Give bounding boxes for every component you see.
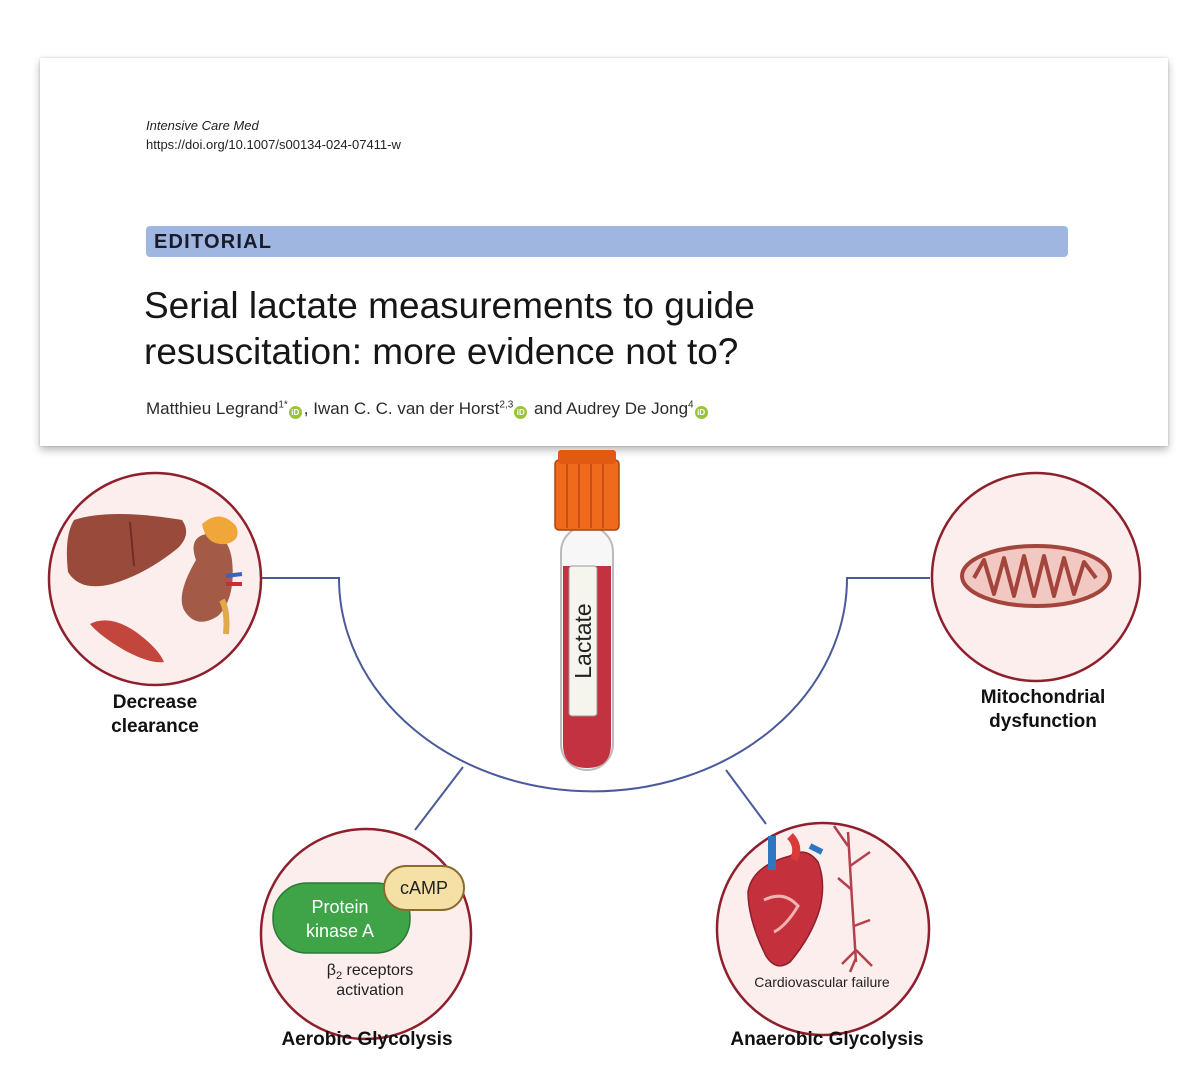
journal-name: Intensive Care Med <box>146 118 259 133</box>
lactate-tube: Lactate <box>554 450 620 771</box>
camp-label: cAMP <box>400 878 448 898</box>
artery-tree-icon <box>832 825 873 973</box>
orcid-icon[interactable]: iD <box>514 406 528 419</box>
author-affiliation: 4 <box>688 399 694 411</box>
tube-cap <box>554 459 620 531</box>
connector-aerobic <box>414 766 464 831</box>
pka-label-line-2: kinase A <box>306 921 374 941</box>
kidney-icon <box>181 516 243 635</box>
node-mitochondrial <box>930 471 1142 683</box>
camp-shape <box>383 865 465 911</box>
liver-icon <box>66 514 187 587</box>
beta-receptor-line-2: activation <box>336 982 404 999</box>
node-decrease-clearance <box>47 471 263 687</box>
article-title: Serial lactate measurements to guide res… <box>144 283 1104 375</box>
label-line-1: Decrease <box>112 692 198 713</box>
pka-label-line-1: Protein <box>311 897 368 917</box>
doi-link[interactable]: https://doi.org/10.1007/s00134-024-07411… <box>146 137 401 152</box>
heart-icon <box>747 833 824 967</box>
orcid-icon[interactable]: iD <box>694 406 708 419</box>
cap-ridges <box>566 462 604 528</box>
cardiovascular-failure-caption: Cardiovascular failure <box>754 974 890 990</box>
connector-anaerobic <box>725 769 767 825</box>
label-line-2: dysfunction <box>989 711 1097 732</box>
author-name[interactable]: Matthieu Legrand <box>146 399 279 418</box>
muscle-icon <box>90 620 164 663</box>
beta-receptor-line-1: β2 receptors <box>327 962 413 982</box>
paper-header-card: Intensive Care Med https://doi.org/10.10… <box>40 58 1168 446</box>
cap-top <box>558 450 616 464</box>
title-line-2: resuscitation: more evidence not to? <box>144 331 739 372</box>
section-banner: EDITORIAL <box>146 226 1068 257</box>
author-separator: , <box>303 399 314 418</box>
node-aerobic: Protein kinase A cAMP β2 receptors activ… <box>259 827 473 1041</box>
connector-arc <box>262 577 930 793</box>
tube-label-paper <box>568 565 598 717</box>
section-label: EDITORIAL <box>154 231 273 253</box>
author-list: Matthieu Legrand1*iD, Iwan C. C. van der… <box>146 399 710 419</box>
orcid-icon[interactable]: iD <box>288 406 302 419</box>
label-line-2: clearance <box>111 716 199 737</box>
author-affiliation: 2,3 <box>499 399 514 411</box>
label-decrease-clearance: Decrease clearance <box>55 691 255 739</box>
label-line-1: Mitochondrial <box>980 687 1106 708</box>
author-name[interactable]: Audrey De Jong <box>566 399 689 418</box>
label-mitochondrial: Mitochondrial dysfunction <box>943 686 1143 734</box>
mitochondrion-icon <box>960 544 1112 608</box>
author-name[interactable]: Iwan C. C. van der Horst <box>313 399 500 418</box>
node-anaerobic: Cardiovascular failure <box>715 821 931 1037</box>
node-circle <box>715 821 931 1037</box>
label-aerobic-glycolysis: Aerobic Glycolysis <box>281 1029 453 1050</box>
tube-label-text: Lactate <box>570 603 596 678</box>
title-line-1: Serial lactate measurements to guide <box>144 285 755 326</box>
protein-kinase-shape <box>272 882 411 954</box>
connector-lines <box>262 577 930 831</box>
label-anaerobic-glycolysis: Anaerobic Glycolysis <box>730 1029 924 1050</box>
author-affiliation: 1* <box>278 399 288 411</box>
author-and: and <box>529 399 567 418</box>
